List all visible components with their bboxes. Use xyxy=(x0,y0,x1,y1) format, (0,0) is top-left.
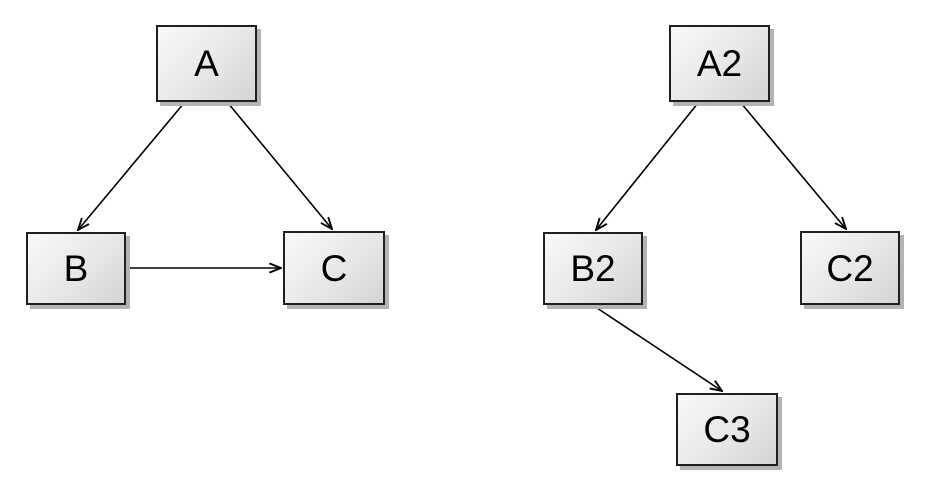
node-label-A2: A2 xyxy=(696,43,743,84)
edge-A-to-B xyxy=(78,102,185,230)
node-C2[interactable]: C2 xyxy=(800,231,900,305)
edges-group xyxy=(78,102,846,391)
node-label-A: A xyxy=(194,43,219,84)
edge-A-to-C xyxy=(227,102,332,229)
node-label-C: C xyxy=(320,247,348,289)
node-label-B: B xyxy=(63,248,89,289)
edge-A2-to-B2 xyxy=(596,102,699,230)
node-B2[interactable]: B2 xyxy=(543,232,643,305)
node-label-C2: C2 xyxy=(826,247,874,289)
node-C[interactable]: C xyxy=(283,231,385,305)
node-B[interactable]: B xyxy=(26,232,126,305)
node-label-C3: C3 xyxy=(703,409,751,450)
edge-B2-to-C3 xyxy=(593,305,722,391)
node-A[interactable]: A xyxy=(156,25,257,102)
edge-A2-to-C2 xyxy=(740,102,846,229)
node-A2[interactable]: A2 xyxy=(669,25,770,102)
node-C3[interactable]: C3 xyxy=(676,393,778,466)
node-label-B2: B2 xyxy=(570,248,616,289)
